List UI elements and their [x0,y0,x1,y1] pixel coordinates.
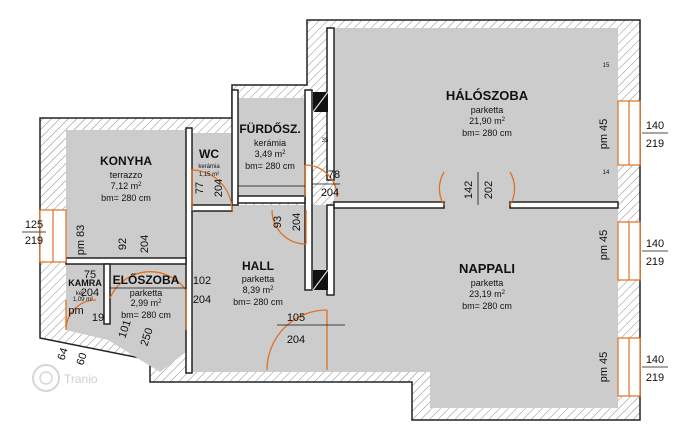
room-konyha-floor: terrazzo [110,170,143,180]
dim-219-c: 219 [646,372,664,384]
dim-101: 101 [117,318,134,339]
room-nappali-height: bm= 280 cm [462,301,512,311]
dim-pm83: pm 83 [75,225,87,256]
dim-219-left: 219 [25,235,43,247]
room-eloszoba-height: bm= 280 cm [121,310,171,320]
room-haloszoba-area-line: 21,90 m2 [469,116,506,126]
floor-area [66,28,618,408]
room-furdo-area-line: 3,49 m2 [255,149,287,159]
dim-140-c: 140 [646,354,664,366]
room-eloszoba-name: ELŐSZOBA [113,272,180,287]
room-wc-floor: kerámia [198,164,220,170]
room-wc-name: WC [199,147,219,161]
room-hall-area: 8,39 m [243,285,271,295]
room-furdo: FÜRDŐSZ. kerámia 3,49 m2 bm= 280 cm [239,121,300,171]
dim-204-b: 204 [213,179,225,197]
room-nappali-name: NAPPALI [459,261,515,276]
room-furdo-floor: kerámia [254,138,286,148]
dim-pm45-a: pm 45 [598,119,610,150]
room-haloszoba-area: 21,90 m [469,116,502,126]
room-konyha-name: KONYHA [100,154,152,168]
room-kamra: KAMRA ker 1,09 m² [68,278,102,303]
room-eloszoba-area: 2,99 m [131,298,159,308]
dim-pm: pm [68,305,83,317]
window-left [39,209,67,263]
dim-204-d: 204 [321,187,339,199]
dim-204-e: 204 [81,287,99,299]
room-konyha: KONYHA terrazzo 7,12 m2 bm= 280 cm [100,154,152,203]
room-furdo-height: bm= 280 cm [245,161,295,171]
room-haloszoba-floor: parketta [471,105,504,115]
dim-140-b: 140 [646,238,664,250]
dim-78: 78 [328,169,340,181]
dim-19: 19 [92,312,104,324]
dimension-lines [22,132,668,368]
room-nappali: NAPPALI parketta 23,19 m2 bm= 280 cm [459,261,515,311]
room-hall-height: bm= 280 cm [233,297,283,307]
room-nappali-floor: parketta [471,278,504,288]
room-konyha-height: bm= 280 cm [101,193,151,203]
dim-75: 75 [84,269,96,281]
dim-204-g: 204 [287,334,305,346]
dim-204-a: 204 [139,235,151,253]
sup-hall: 2 [270,286,274,292]
dim-14: 14 [603,170,610,176]
windows-right [617,100,641,397]
doors [65,164,516,371]
room-nappali-area-line: 23,19 m2 [469,289,506,299]
sup-eloszoba: 2 [158,299,162,305]
room-haloszoba-name: HÁLÓSZOBA [446,88,529,103]
watermark-text: Tranio [64,372,98,386]
dim-77: 77 [194,182,206,194]
dim-219-a: 219 [646,138,664,150]
ducts [312,91,329,291]
dim-35: 35 [322,138,329,144]
dim-250: 250 [139,326,156,347]
room-eloszoba-floor: parketta [130,288,163,298]
room-eloszoba: ELŐSZOBA parketta 2,99 m2 bm= 280 cm [113,272,180,320]
room-nappali-area: 23,19 m [469,289,502,299]
dim-125: 125 [25,219,43,231]
dim-pm45-c: pm 45 [598,352,610,383]
dimension-labels: 125 219 pm 83 92 204 77 204 93 204 78 20… [25,63,664,384]
room-hall-name: HALL [242,259,274,273]
dim-93: 93 [272,216,284,228]
dim-202: 202 [483,181,495,199]
sup-konyha: 2 [138,182,142,188]
room-haloszoba-height: bm= 280 cm [462,128,512,138]
room-furdo-area: 3,49 m [255,149,283,159]
dim-142: 142 [463,181,475,199]
room-eloszoba-area-line: 2,99 m2 [131,298,163,308]
room-kamra-floor: ker [76,291,84,297]
room-haloszoba: HÁLÓSZOBA parketta 21,90 m2 bm= 280 cm [446,88,529,138]
room-hall-floor: parketta [242,274,275,284]
dim-60: 60 [75,351,90,366]
watermark: Tranio [32,364,98,392]
sup-nappali: 2 [502,290,506,296]
room-furdo-name: FÜRDŐSZ. [239,121,300,136]
sup-haloszoba: 2 [502,117,506,123]
sup-furdo: 2 [282,150,286,156]
dim-204-f: 204 [193,294,211,306]
dim-64: 64 [56,346,71,361]
dim-pm45-b: pm 45 [598,230,610,261]
dim-140-a: 140 [646,120,664,132]
dim-105: 105 [287,312,305,324]
room-kamra-name: KAMRA [68,278,102,288]
room-konyha-area: 7,12 m [111,181,139,191]
room-wc-area: 1,15 m² [199,172,219,178]
dim-92: 92 [117,238,129,250]
dim-204-c: 204 [291,213,303,231]
room-kamra-area: 1,09 m² [73,297,93,303]
room-wc: WC kerámia 1,15 m² [198,147,220,178]
room-hall-area-line: 8,39 m2 [243,285,275,295]
dim-15: 15 [603,63,610,69]
dim-219-b: 219 [646,256,664,268]
dim-102: 102 [193,275,211,287]
room-konyha-area-line: 7,12 m2 [111,181,143,191]
room-hall: HALL parketta 8,39 m2 bm= 280 cm [233,259,283,307]
